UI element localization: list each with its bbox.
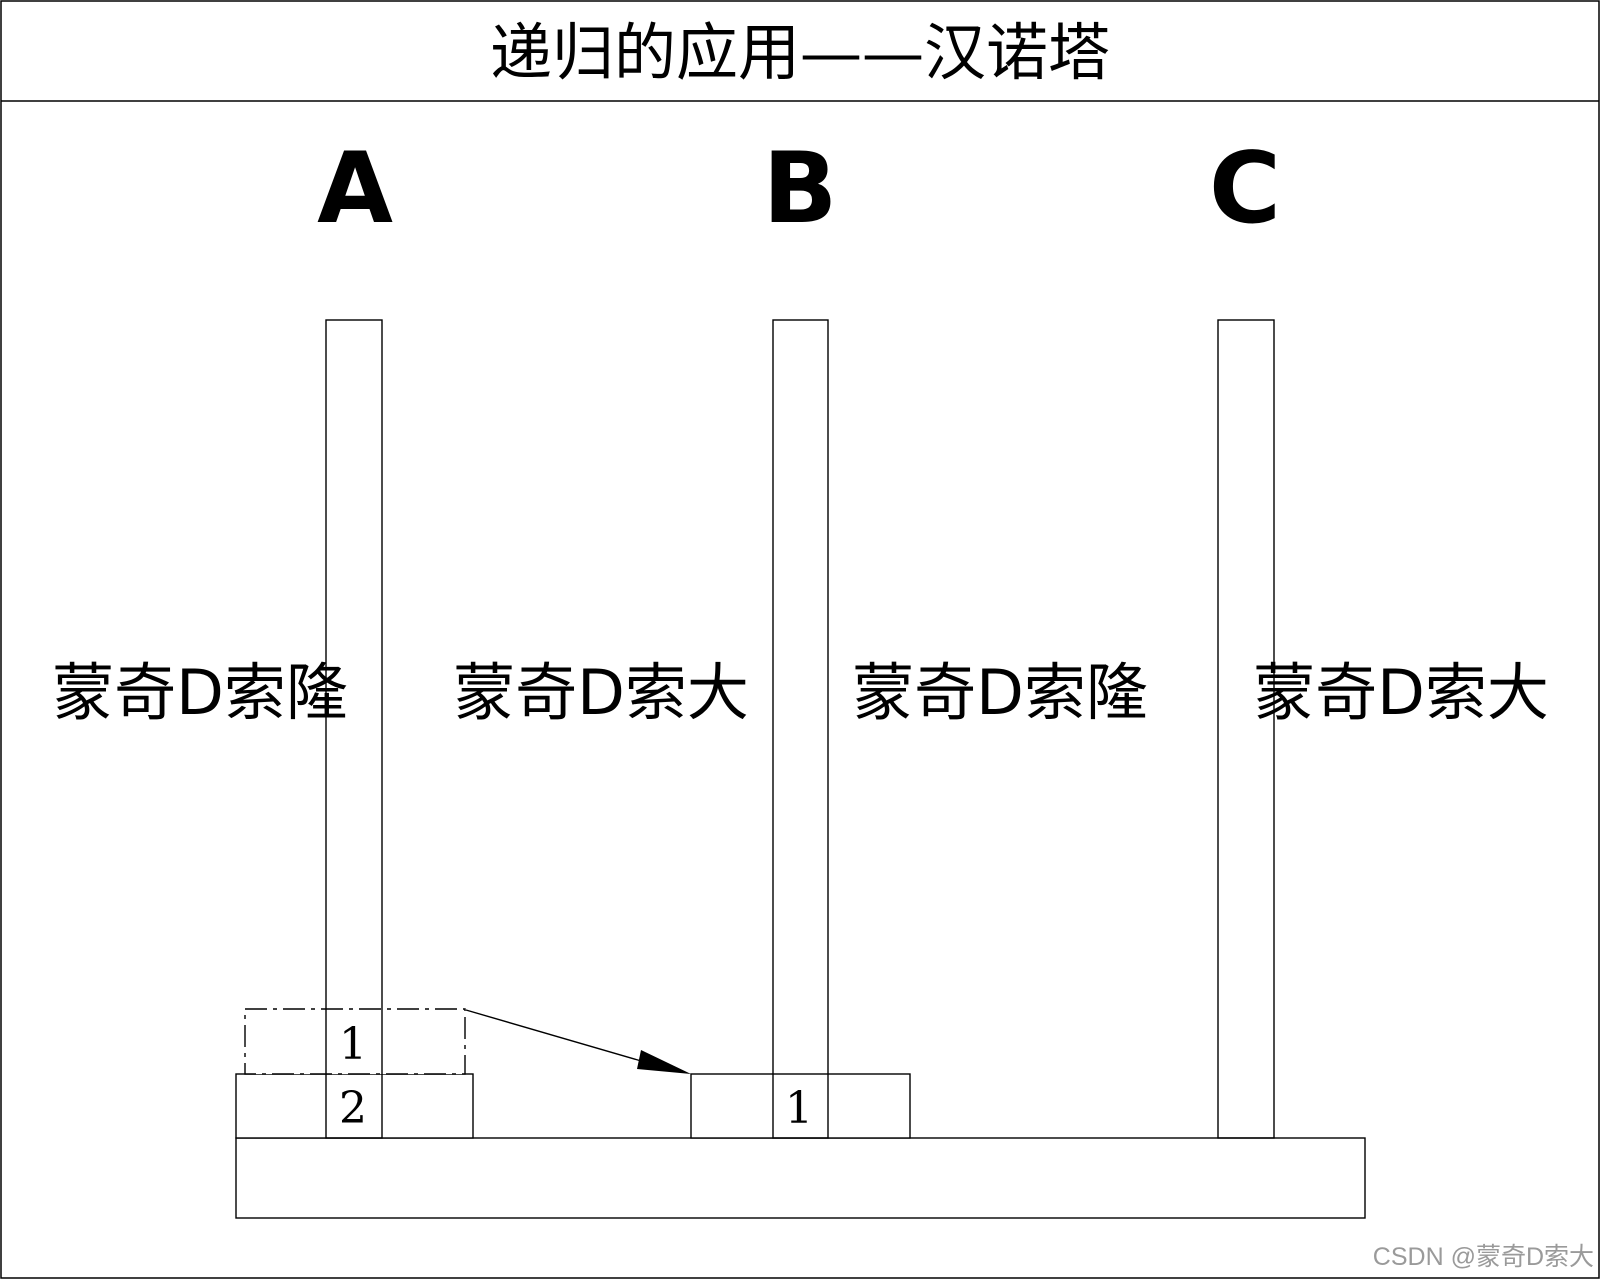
disk-2-on-a bbox=[235, 1073, 474, 1139]
ghost-disk-number: 1 bbox=[339, 1019, 367, 1070]
diagram-title: 递归的应用——汉诺塔 bbox=[490, 16, 1110, 89]
overlay-label-2: 蒙奇D索大 bbox=[453, 656, 749, 729]
move-arrow-head bbox=[637, 1050, 691, 1074]
ghost-disk-1-on-a bbox=[244, 1008, 466, 1075]
peg-label-a: A bbox=[317, 132, 393, 246]
bottom-disk-number: 2 bbox=[339, 1083, 367, 1134]
peg-label-c: C bbox=[1209, 132, 1281, 246]
footer-credit: CSDN @蒙奇D索大 bbox=[1373, 1243, 1594, 1271]
overlay-label-1: 蒙奇D索隆 bbox=[52, 656, 348, 729]
peg-label-b: B bbox=[763, 132, 838, 246]
overlay-label-4: 蒙奇D索大 bbox=[1253, 656, 1549, 729]
peg-b bbox=[772, 319, 829, 1139]
base-platform bbox=[235, 1137, 1366, 1219]
moved-disk-number: 1 bbox=[785, 1083, 813, 1134]
peg-a bbox=[325, 319, 383, 1139]
move-arrow-line bbox=[465, 1009, 656, 1066]
overlay-label-3: 蒙奇D索隆 bbox=[852, 656, 1148, 729]
peg-c bbox=[1217, 319, 1275, 1139]
